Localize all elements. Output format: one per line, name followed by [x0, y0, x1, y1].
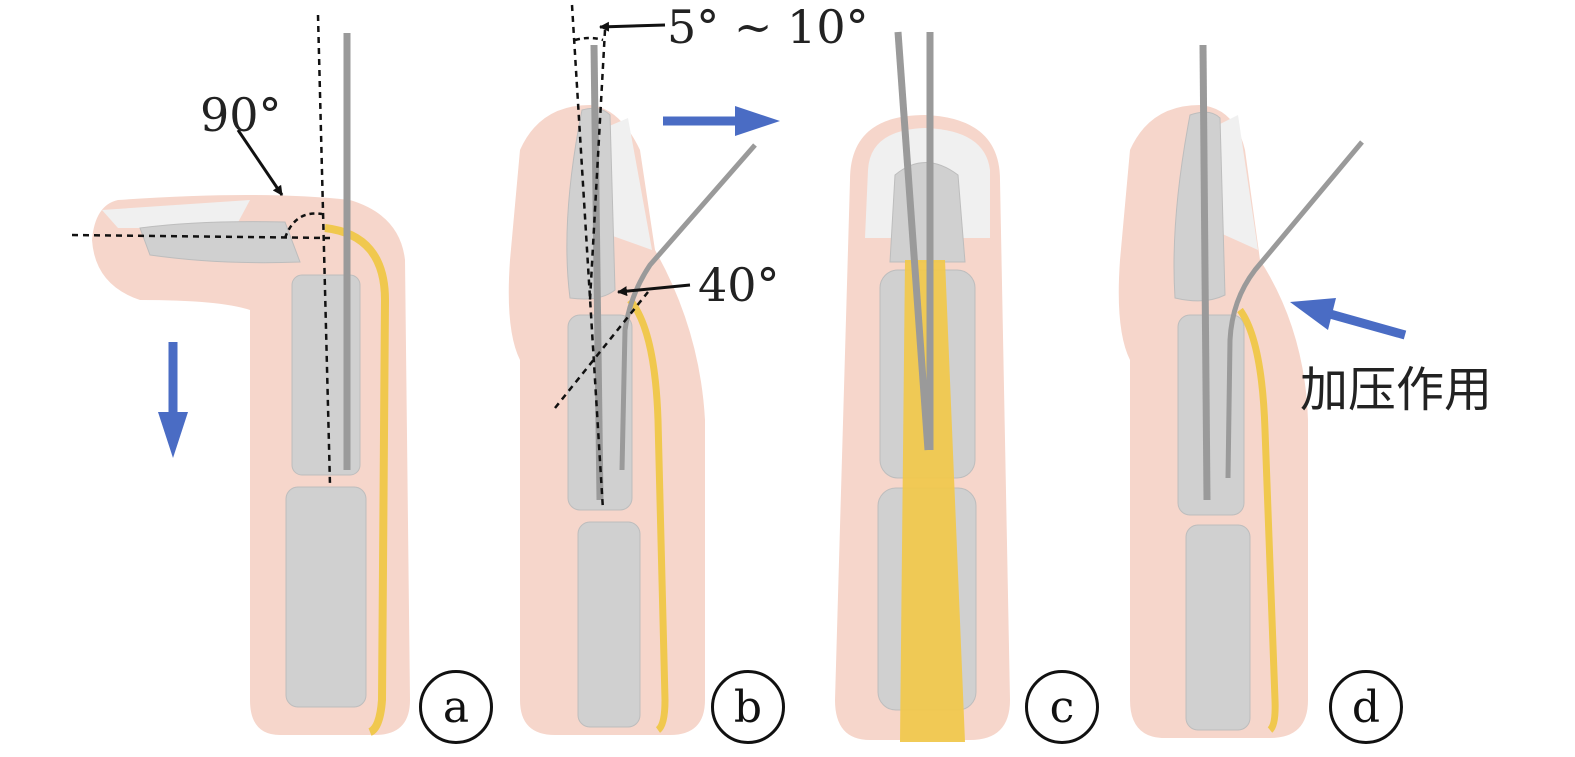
angle-5-10-label: 5° ~ 10°: [667, 0, 869, 54]
proximal-bone-d: [1185, 524, 1251, 731]
middle-bone-d: [1177, 314, 1245, 516]
blue-arrow-right: [663, 106, 780, 136]
dashed-vertical-a: [316, 14, 332, 486]
dashed-vertical-b: [570, 4, 605, 511]
panel-c: [835, 31, 1010, 742]
distal-bone-d: [1173, 111, 1226, 302]
panel-a-letter: a: [419, 670, 493, 744]
panel-b-letter: b: [711, 670, 785, 744]
dashed-diagonal-b: [554, 291, 649, 409]
proximal-bone-b: [577, 521, 641, 728]
tendon-c: [900, 260, 965, 742]
pin-b-straight: [590, 44, 604, 501]
tendon-d: [1237, 307, 1279, 733]
blue-arrow-down: [158, 342, 188, 458]
blue-arrow-pressure: [1290, 298, 1407, 340]
angle-arc-b-top: [574, 36, 604, 42]
panel-a: [71, 14, 410, 736]
tendon-b: [627, 297, 669, 733]
angle-40-label: 40°: [698, 258, 780, 312]
nail-d: [1212, 115, 1258, 250]
pin-d-straight: [1199, 44, 1211, 501]
distal-bone-a: [139, 221, 301, 264]
angle-pointer-b-joint: [617, 283, 691, 297]
nail-a: [102, 200, 250, 228]
panel-d: [1118, 44, 1407, 738]
pin-d-angled: [1225, 140, 1364, 479]
middle-bone-a: [291, 274, 361, 476]
angle-arc-a: [283, 212, 323, 239]
panel-c-letter: c: [1025, 670, 1099, 744]
angle-90-label: 90°: [200, 88, 282, 142]
pressure-label: 加压作用: [1300, 362, 1493, 418]
proximal-bone-a: [285, 486, 367, 708]
pin-b-angled: [619, 143, 757, 471]
pin-c-left: [894, 31, 932, 451]
panel-d-letter: d: [1329, 670, 1403, 744]
tendon-a: [324, 224, 390, 736]
distal-bone-b: [566, 107, 616, 300]
dashed-tilt-b: [588, 29, 607, 301]
angle-pointer-b-top: [599, 21, 666, 32]
panel-b: [508, 4, 780, 735]
angle-pointer-a: [236, 129, 284, 196]
